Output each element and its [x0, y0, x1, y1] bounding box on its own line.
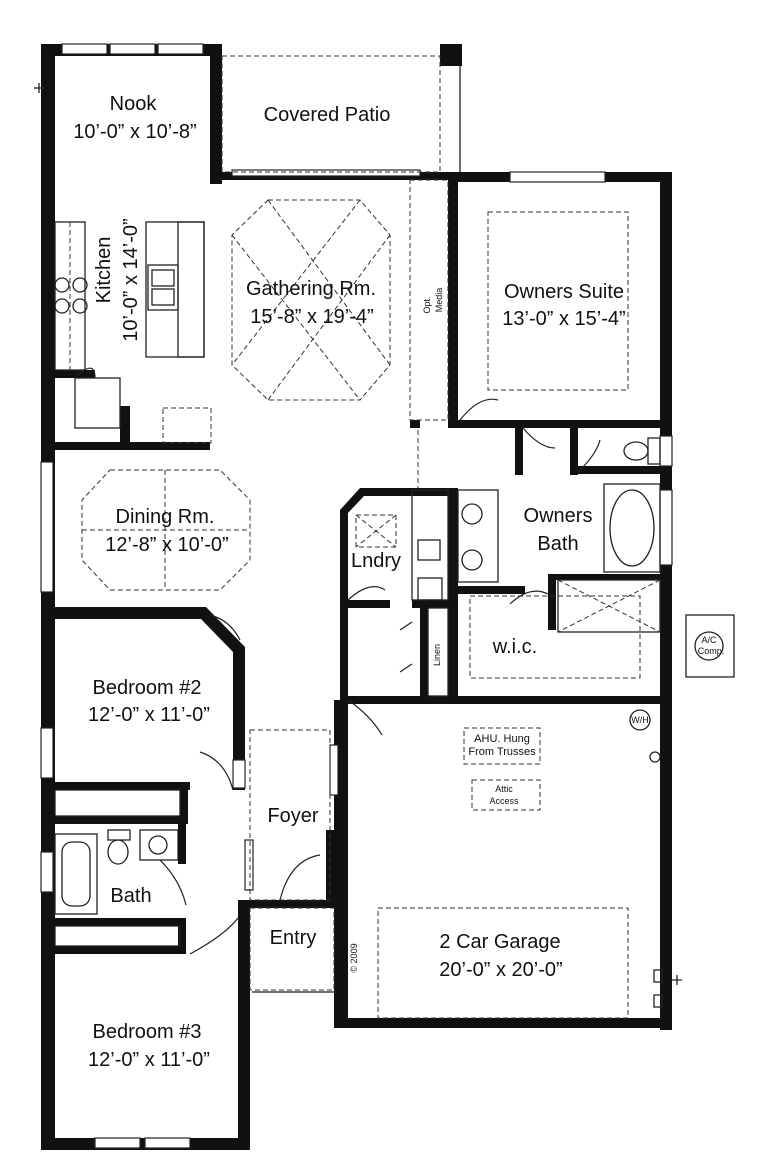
ahu-line2: From Trusses — [468, 746, 536, 758]
water-heater-label: W/H — [631, 715, 649, 725]
bedroom3-size: 12’-0” x 11’-0” — [88, 1049, 210, 1071]
attic-line1: Attic — [495, 784, 513, 794]
kitchen-fixtures — [54, 221, 212, 444]
garage-fixtures — [34, 83, 735, 1008]
owners-suite-size: 13’-0” x 15’-4” — [502, 308, 625, 330]
interior-walls — [55, 172, 670, 954]
opt-label: Opt. — [422, 296, 432, 313]
kitchen-size: 10’-0” x 14’-0” — [120, 218, 142, 341]
bedroom2-name: Bedroom #2 — [93, 677, 202, 699]
dining-name: Dining Rm. — [116, 506, 215, 528]
exterior-walls — [41, 44, 672, 1150]
bath-name: Bath — [110, 885, 151, 907]
owners-bath-line2: Bath — [537, 533, 578, 555]
owners-bath-fixtures — [457, 437, 661, 633]
dining-size: 12’-8” x 10’-0” — [105, 534, 228, 556]
linen-name: Linen — [432, 644, 442, 666]
hall-bath-fixtures — [54, 829, 179, 915]
ac-line1: A/C — [701, 635, 717, 645]
water-heater-symbol — [629, 709, 651, 731]
garage-size: 20’-0” x 20’-0” — [439, 959, 562, 981]
gathering-ceiling-detail — [231, 199, 391, 401]
room-labels: Nook 10’-0” x 10’-8” Covered Patio Kitch… — [73, 93, 625, 1071]
dining-ceiling-detail — [81, 469, 251, 591]
foyer-name: Foyer — [267, 805, 318, 827]
dashed-outlines — [221, 55, 641, 1019]
windows — [40, 43, 673, 1149]
closet-shelves — [54, 607, 449, 947]
gathering-name: Gathering Rm. — [246, 278, 376, 300]
entry-name: Entry — [270, 927, 317, 949]
nook-size: 10’-0” x 10’-8” — [73, 121, 196, 143]
ac-line2: Comp. — [698, 646, 725, 656]
bedroom3-name: Bedroom #3 — [93, 1021, 202, 1043]
kitchen-name: Kitchen — [93, 237, 115, 304]
owners-suite-name: Owners Suite — [504, 281, 624, 303]
gathering-size: 15’-8” x 19’-4” — [250, 306, 373, 328]
annotation-labels: W/H AHU. Hung From Trusses Attic Access … — [349, 635, 724, 973]
owners-bath-line1: Owners — [524, 505, 593, 527]
laundry-name: Lndry — [351, 550, 401, 572]
ahu-line1: AHU. Hung — [474, 733, 530, 745]
garage-name: 2 Car Garage — [439, 931, 560, 953]
copyright-label: © 2009 — [349, 943, 359, 972]
laundry-fixtures — [355, 489, 449, 601]
patio-name: Covered Patio — [264, 104, 391, 126]
media-label: Media — [434, 288, 444, 313]
wic-name: w.i.c. — [492, 636, 537, 658]
bedroom2-size: 12’-0” x 11’-0” — [88, 704, 210, 726]
door-swings — [77, 367, 601, 955]
attic-line2: Access — [489, 796, 519, 806]
nook-name: Nook — [110, 93, 158, 115]
